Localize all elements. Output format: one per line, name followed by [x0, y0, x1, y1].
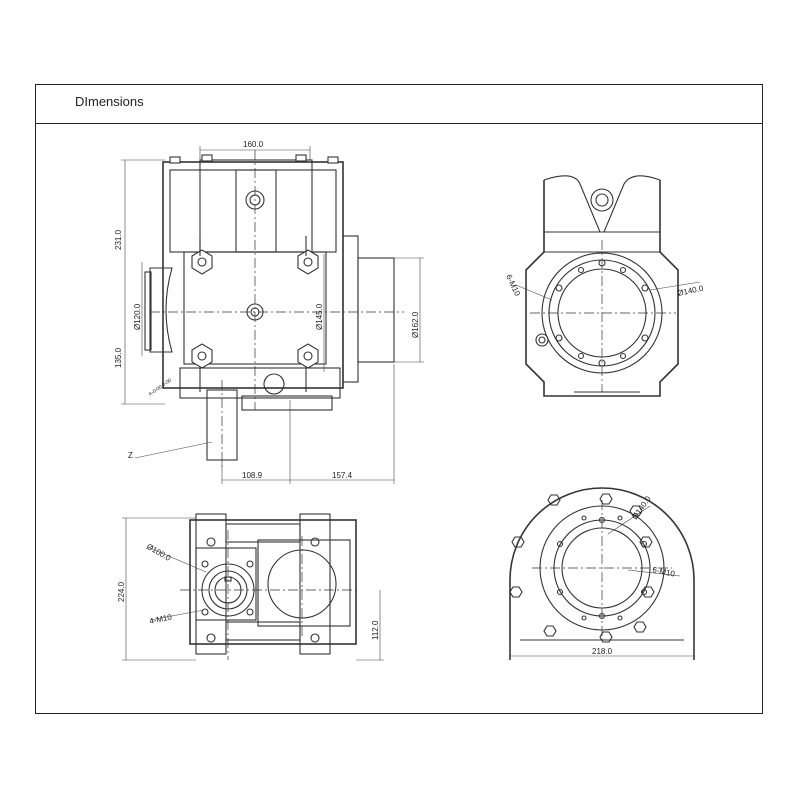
title-bar: DImensions — [36, 85, 762, 124]
front-left-flange — [149, 267, 173, 353]
flange-dim-width: 218.0 — [592, 647, 613, 656]
top-bolt-holes — [201, 537, 320, 643]
front-top-bolts — [169, 154, 339, 164]
side-dim-dia-140: Ø140.0 — [677, 284, 705, 298]
front-view: 160.0 231.0 135.0 Ø120.0 Ø145.0 Ø162.0 1… — [114, 140, 424, 484]
side-top-port — [590, 188, 614, 212]
front-middle-body — [183, 251, 327, 365]
top-dim-dia-100: Ø100.0 — [145, 542, 173, 563]
dim-dia-120: Ø120.0 — [133, 303, 142, 330]
dim-height-lower: 135.0 — [114, 347, 123, 368]
dim-dia-162: Ø162.0 — [411, 311, 420, 338]
flange-outer-bolts — [509, 493, 655, 643]
dim-dia-145: Ø145.0 — [315, 303, 324, 330]
top-dim-height: 224.0 — [117, 581, 126, 602]
dim-width-top: 160.0 — [243, 140, 264, 149]
front-top-bracket — [199, 159, 313, 253]
page-title: DImensions — [75, 94, 144, 109]
side-plug — [535, 333, 549, 347]
dim-bottom-right: 157.4 — [332, 471, 353, 480]
top-housing — [189, 519, 357, 645]
flange-outline — [509, 487, 695, 660]
side-top-bracket — [543, 175, 661, 233]
side-view: 6-M10 Ø140.0 — [504, 175, 705, 397]
flange-dim-dia-140: Ø140.0 — [630, 494, 653, 521]
front-right-flange — [342, 235, 359, 383]
side-bolt-holes — [555, 259, 649, 367]
front-mounting-lugs — [191, 236, 319, 392]
side-dim-holes: 6-M10 — [504, 273, 522, 298]
top-flange — [195, 547, 257, 621]
label-z: Z — [128, 451, 133, 460]
front-upper-block — [169, 169, 337, 253]
front-output-shaft-housing — [357, 257, 395, 363]
top-right-block — [257, 539, 351, 627]
side-housing — [525, 180, 679, 397]
top-view: 224.0 112.0 Ø100.0 4-M10 — [117, 513, 384, 661]
flange-view: Ø140.0 6-M10 218.0 — [509, 487, 695, 660]
front-center-plate — [235, 169, 277, 253]
top-dim-offset: 112.0 — [371, 620, 380, 640]
front-base — [179, 367, 341, 399]
top-dim-holes: 4-M10 — [149, 612, 174, 626]
drawing-frame: DImensions — [35, 84, 763, 714]
dim-bottom-left: 108.9 — [242, 471, 263, 480]
front-base-plate — [241, 395, 333, 411]
dim-height-upper: 231.0 — [114, 229, 123, 250]
